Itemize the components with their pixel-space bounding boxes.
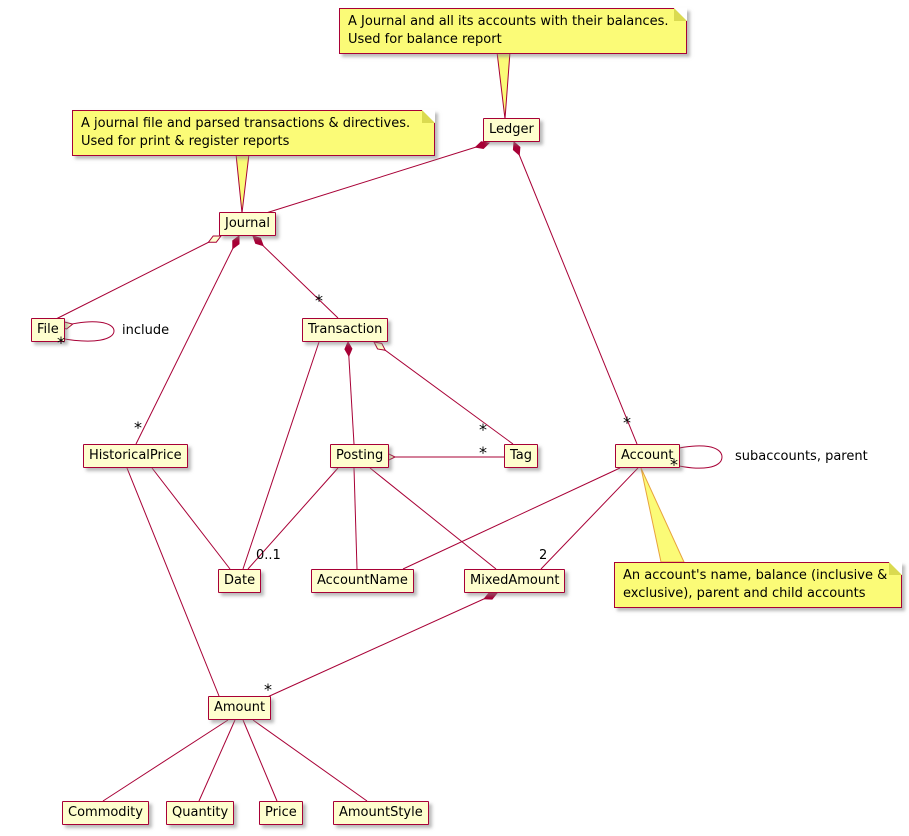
edge-account-mixedamount xyxy=(540,467,639,570)
class-date: Date xyxy=(218,569,262,593)
class-accountname: AccountName xyxy=(311,569,414,593)
note-line: Used for print & register reports xyxy=(81,134,290,149)
composition-diamond-icon xyxy=(344,340,353,358)
note-line: A journal file and parsed transactions &… xyxy=(81,116,411,131)
note-line: An account's name, balance (inclusive & xyxy=(623,568,888,583)
edge-transaction-date xyxy=(242,341,320,570)
edge-journal-ledger xyxy=(265,142,490,214)
note-pointer-account xyxy=(640,467,685,563)
edge-historicalprice-date xyxy=(151,467,231,570)
multiplicity-journal-historicalprice: * xyxy=(134,418,142,437)
class-amount: Amount xyxy=(208,696,272,720)
multiplicity-mixedamount-amount: * xyxy=(264,680,272,699)
edge-file-self-loop xyxy=(58,321,115,342)
edge-label-include: include xyxy=(122,323,170,338)
multiplicity-ledger-account: * xyxy=(623,413,631,432)
note-line: Used for balance report xyxy=(348,32,502,47)
edge-ledger-account xyxy=(513,141,638,445)
note-pointer-ledger xyxy=(496,51,511,120)
edge-mixedamount-amount xyxy=(262,592,498,700)
class-journal: Journal xyxy=(219,212,276,236)
edge-journal-transaction xyxy=(252,235,339,319)
note-ledger: A Journal and all its accounts with thei… xyxy=(339,8,687,54)
edge-posting-mixedamount xyxy=(369,467,497,570)
edge-posting-accountname xyxy=(353,467,358,570)
edge-amount-amountstyle xyxy=(252,719,368,802)
multiplicity-file-self: * xyxy=(57,333,65,352)
note-account: An account's name, balance (inclusive & … xyxy=(614,562,902,608)
multiplicity-account-self: * xyxy=(670,455,678,474)
edge-posting-date xyxy=(247,467,339,570)
aggregation-diamond-icon xyxy=(373,341,387,351)
class-amountstyle: AmountStyle xyxy=(333,801,429,825)
edge-account-accountname xyxy=(402,467,621,570)
note-journal: A journal file and parsed transactions &… xyxy=(72,110,435,156)
edge-account-self-loop xyxy=(665,445,723,469)
multiplicity-account-mixedamount: 2 xyxy=(539,548,548,563)
edge-journal-historicalprice xyxy=(135,235,240,445)
edge-historicalprice-amount xyxy=(126,467,220,697)
edge-amount-quantity xyxy=(198,719,236,802)
class-quantity: Quantity xyxy=(166,801,235,825)
class-commodity: Commodity xyxy=(62,801,149,825)
note-line: A Journal and all its accounts with thei… xyxy=(348,14,669,29)
edge-amount-price xyxy=(242,719,278,802)
class-transaction: Transaction xyxy=(302,318,389,342)
aggregation-diamond-icon xyxy=(207,235,223,243)
edge-transaction-posting xyxy=(347,341,355,445)
multiplicity-transaction-tag: * xyxy=(479,420,487,439)
class-posting: Posting xyxy=(330,444,390,468)
class-ledger: Ledger xyxy=(483,118,540,142)
edge-label-subaccounts-parent: subaccounts, parent xyxy=(735,449,868,464)
edge-transaction-tag xyxy=(373,341,514,445)
composition-diamond-icon xyxy=(512,140,521,156)
composition-diamond-icon xyxy=(252,235,264,247)
class-mixedamount: MixedAmount xyxy=(464,569,566,593)
class-tag: Tag xyxy=(504,444,539,468)
note-pointer-journal xyxy=(235,153,250,214)
multiplicity-posting-tag: * xyxy=(479,443,487,462)
class-price: Price xyxy=(259,801,303,825)
edge-amount-commodity xyxy=(102,719,229,802)
relationship-lines xyxy=(55,141,723,802)
edge-journal-file xyxy=(55,235,222,320)
class-historicalprice: HistoricalPrice xyxy=(83,444,188,468)
relationship-diamonds xyxy=(57,140,681,600)
multiplicity-journal-transaction: * xyxy=(315,291,323,310)
class-account: Account xyxy=(615,444,680,468)
multiplicity-posting-date: 0..1 xyxy=(256,548,281,563)
class-file: File xyxy=(31,318,65,342)
composition-diamond-icon xyxy=(474,141,491,149)
note-line: exclusive), parent and child accounts xyxy=(623,586,866,601)
composition-diamond-icon xyxy=(232,234,240,250)
